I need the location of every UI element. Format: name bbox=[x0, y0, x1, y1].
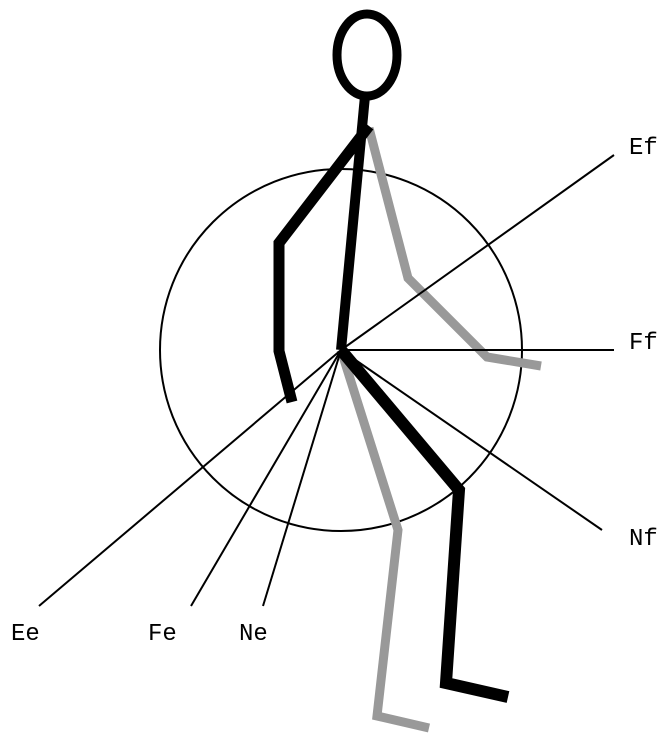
head bbox=[337, 14, 397, 96]
ee-line bbox=[39, 350, 341, 606]
label-ef: Ef bbox=[629, 135, 658, 162]
label-ff: Ff bbox=[629, 330, 658, 357]
nf-line bbox=[341, 350, 602, 530]
rear-arm bbox=[369, 128, 541, 366]
label-ne: Ne bbox=[239, 621, 268, 648]
label-nf: Nf bbox=[629, 526, 658, 553]
ne-line bbox=[263, 350, 341, 606]
label-fe: Fe bbox=[148, 621, 177, 648]
label-ee: Ee bbox=[11, 621, 40, 648]
front-leg bbox=[341, 350, 508, 697]
